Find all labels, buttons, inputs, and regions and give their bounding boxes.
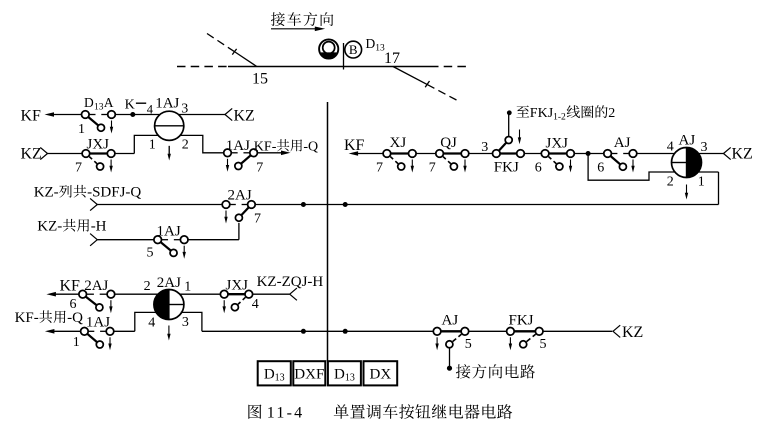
svg-text:7: 7 xyxy=(75,161,82,176)
svg-text:1AJ: 1AJ xyxy=(226,138,250,154)
svg-text:QJ: QJ xyxy=(440,135,457,151)
svg-text:DXF: DXF xyxy=(294,366,324,382)
svg-text:1: 1 xyxy=(73,335,80,350)
svg-text:K: K xyxy=(125,98,135,113)
svg-text:KF: KF xyxy=(60,278,81,295)
svg-text:KZ-ZQJ-H: KZ-ZQJ-H xyxy=(257,274,324,290)
svg-text:4: 4 xyxy=(667,139,674,154)
svg-text:1AJ: 1AJ xyxy=(86,315,110,331)
svg-text:2: 2 xyxy=(144,279,151,294)
svg-text:6: 6 xyxy=(535,161,542,176)
svg-text:KF-: KF- xyxy=(15,310,39,326)
svg-text:13: 13 xyxy=(375,44,385,54)
svg-text:-H: -H xyxy=(91,219,107,235)
svg-text:KZ-: KZ- xyxy=(34,185,59,201)
svg-text:3: 3 xyxy=(182,315,189,330)
svg-text:D: D xyxy=(84,95,94,110)
svg-text:1: 1 xyxy=(78,122,85,137)
svg-text:D: D xyxy=(366,36,376,51)
svg-text:D: D xyxy=(264,366,275,382)
svg-text:1: 1 xyxy=(698,175,705,190)
svg-text:1: 1 xyxy=(149,138,156,153)
svg-text:2: 2 xyxy=(608,106,615,121)
svg-text:JXJ: JXJ xyxy=(226,277,249,293)
svg-text:AJ: AJ xyxy=(614,135,631,151)
svg-text:KZ: KZ xyxy=(732,146,753,163)
svg-text:4: 4 xyxy=(252,297,259,312)
svg-text:17: 17 xyxy=(384,50,400,67)
svg-text:2: 2 xyxy=(182,138,189,153)
svg-text:KZ: KZ xyxy=(622,324,643,341)
svg-text:7: 7 xyxy=(429,161,436,176)
svg-text:1AJ: 1AJ xyxy=(155,96,179,112)
svg-text:1: 1 xyxy=(184,279,191,294)
svg-text:-Q: -Q xyxy=(67,310,83,326)
svg-text:3: 3 xyxy=(701,140,708,155)
svg-text:KF: KF xyxy=(344,137,365,154)
svg-text:6: 6 xyxy=(70,297,77,312)
svg-text:2AJ: 2AJ xyxy=(228,187,252,203)
svg-text:5: 5 xyxy=(147,245,154,260)
svg-text:3: 3 xyxy=(181,102,188,117)
svg-text:A: A xyxy=(104,95,114,110)
svg-text:B: B xyxy=(349,42,358,57)
svg-text:KZ: KZ xyxy=(234,108,255,125)
svg-text:1AJ: 1AJ xyxy=(157,224,181,240)
svg-text:2AJ: 2AJ xyxy=(84,278,108,294)
svg-text:13: 13 xyxy=(94,102,104,112)
svg-text:1-2: 1-2 xyxy=(553,112,566,122)
svg-text:AJ: AJ xyxy=(679,133,696,149)
svg-text:XJ: XJ xyxy=(390,135,407,151)
svg-text:FKJ: FKJ xyxy=(530,106,554,121)
svg-text:KF: KF xyxy=(21,108,42,125)
svg-text:FKJ: FKJ xyxy=(509,312,534,328)
svg-text:KF-: KF- xyxy=(254,139,277,154)
svg-text:6: 6 xyxy=(597,161,604,176)
svg-text:11-4: 11-4 xyxy=(267,405,305,422)
svg-text:DX: DX xyxy=(370,366,392,382)
svg-text:AJ: AJ xyxy=(442,312,459,328)
svg-text:7: 7 xyxy=(376,161,383,176)
svg-text:KZ-: KZ- xyxy=(37,219,62,235)
svg-text:D: D xyxy=(334,366,345,382)
svg-text:13: 13 xyxy=(345,373,355,384)
svg-text:15: 15 xyxy=(252,71,268,88)
svg-text:2: 2 xyxy=(667,175,674,190)
svg-text:7: 7 xyxy=(254,211,261,226)
svg-text:4: 4 xyxy=(148,316,155,331)
svg-text:-SDFJ-Q: -SDFJ-Q xyxy=(87,185,141,201)
svg-text:KZ: KZ xyxy=(21,146,42,163)
svg-text:JXJ: JXJ xyxy=(87,137,110,153)
svg-text:JXJ: JXJ xyxy=(546,136,569,152)
svg-text:13: 13 xyxy=(275,373,285,384)
svg-text:5: 5 xyxy=(465,337,472,352)
svg-text:3: 3 xyxy=(481,140,488,155)
svg-text:FKJ: FKJ xyxy=(494,159,519,175)
svg-text:5: 5 xyxy=(540,337,547,352)
svg-text:4: 4 xyxy=(147,102,154,116)
svg-text:2AJ: 2AJ xyxy=(157,275,181,291)
svg-text:7: 7 xyxy=(256,160,263,175)
svg-text:-Q: -Q xyxy=(303,139,318,154)
